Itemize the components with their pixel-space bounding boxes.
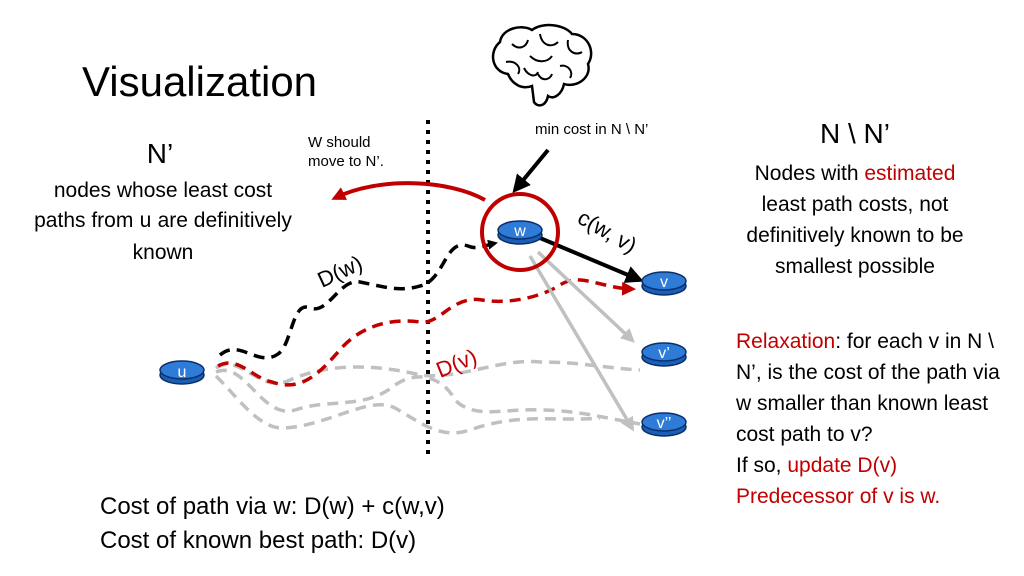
node-label-v-double-prime: v’’ bbox=[657, 415, 672, 432]
n-prime-description: nodes whose least cost paths from u are … bbox=[28, 176, 298, 268]
cost-known-best: Cost of known best path: D(v) bbox=[100, 527, 417, 554]
w-should-line2: move to N’. bbox=[308, 153, 384, 170]
dw-path bbox=[218, 239, 498, 360]
n-minus-line1: Nodes with estimated bbox=[715, 158, 995, 189]
relaxation-body: : for each v in N \ N’, is the cost of t… bbox=[736, 330, 1000, 446]
brain-icon bbox=[491, 23, 593, 107]
router-icon bbox=[641, 342, 687, 367]
n-minus-rest: least path costs, not definitively known… bbox=[746, 193, 964, 278]
if-so-label: If so, bbox=[736, 454, 788, 477]
n-prime-desc-after: are definitively known bbox=[132, 209, 292, 264]
relaxation-if-so: If so, update D(v) bbox=[736, 450, 1006, 481]
node-label-v: v bbox=[660, 274, 668, 291]
w-should-move-annotation: W should move to N’. bbox=[308, 133, 384, 171]
relaxation-term: Relaxation bbox=[736, 330, 836, 353]
node-label-u: u bbox=[178, 364, 187, 381]
dv-label: D(v) bbox=[433, 344, 481, 383]
estimated-term: estimated bbox=[864, 162, 956, 185]
w-should-line1: W should bbox=[308, 134, 371, 151]
n-prime-desc-before: nodes whose least cost paths from bbox=[34, 179, 273, 232]
min-cost-arrow bbox=[512, 148, 550, 194]
cwv-label: c(w, v) bbox=[574, 205, 642, 258]
n-prime-desc-code: u bbox=[139, 211, 152, 234]
gray-relax-arrows bbox=[528, 250, 635, 432]
node-label-w: w bbox=[513, 223, 526, 240]
router-icon bbox=[641, 412, 687, 437]
selected-w-circle bbox=[480, 192, 560, 272]
cost-summary: Cost of path via w: D(w) + c(w,v) Cost o… bbox=[100, 490, 445, 558]
n-minus-description: Nodes with estimated least path costs, n… bbox=[715, 158, 995, 282]
page-title: Visualization bbox=[82, 58, 318, 105]
n-prime-heading: N’ bbox=[146, 138, 174, 169]
move-arrow bbox=[331, 181, 486, 202]
predecessor-text: Predecessor of v is w. bbox=[736, 485, 941, 508]
cost-via-w: Cost of path via w: D(w) + c(w,v) bbox=[100, 493, 445, 520]
dw-label: D(w) bbox=[314, 250, 367, 292]
n-minus-heading: N \ N’ bbox=[820, 118, 890, 149]
router-icon bbox=[641, 271, 687, 296]
node-label-v-prime: v’ bbox=[658, 345, 670, 362]
min-cost-annotation: min cost in N \ N’ bbox=[535, 121, 649, 138]
dv-path bbox=[217, 278, 636, 387]
router-icon bbox=[159, 360, 205, 385]
router-icon bbox=[497, 220, 543, 245]
update-dv: update D(v) bbox=[787, 454, 898, 477]
n-minus-prefix: Nodes with bbox=[754, 162, 865, 185]
relaxation-text: Relaxation: for each v in N \ N’, is the… bbox=[736, 326, 1006, 512]
